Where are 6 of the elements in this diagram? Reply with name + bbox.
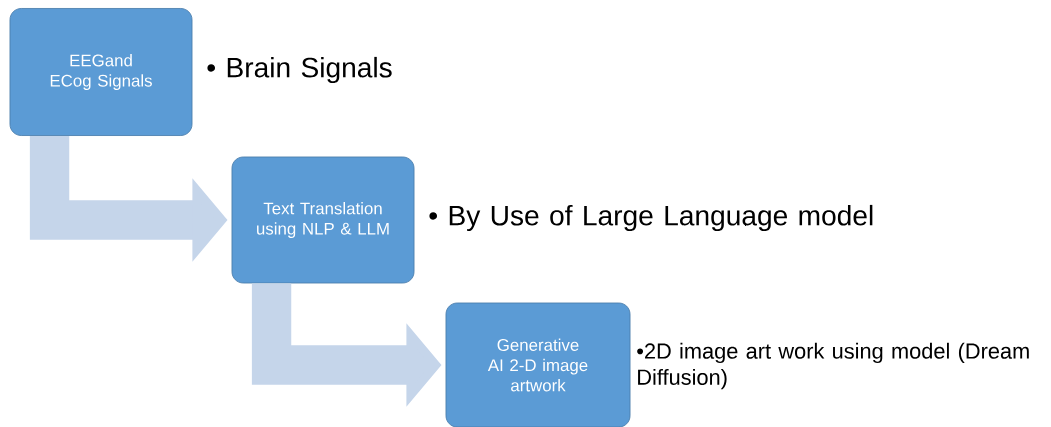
bullet-text: • By Use of Large Language model [429,204,873,232]
bullet-text: • Brain Signals [207,56,392,84]
process-box: EEGand ECog Signals [9,8,193,136]
bullet-text: •2D image art work using model (Dream Diffusion) [637,342,1029,390]
process-box: Generative AI 2-D image artwork [445,302,631,427]
process-box: Text Translation using NLP & LLM [231,156,415,284]
